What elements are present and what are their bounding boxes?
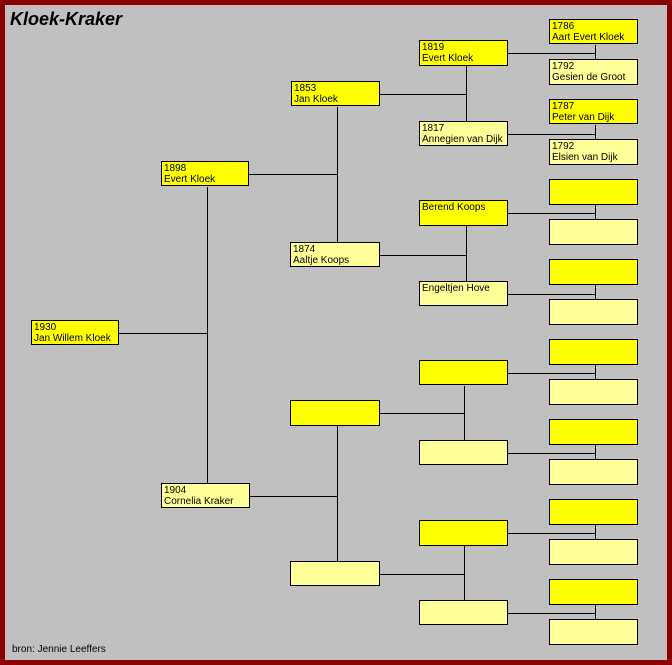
person-box-evert-kloek-1819[interactable]: 1819 Evert Kloek [419, 40, 508, 66]
person-name: Evert Kloek [164, 174, 216, 185]
person-box-empty[interactable] [549, 339, 638, 365]
person-year: 1904 [164, 485, 187, 496]
person-year: 1786 [552, 21, 575, 32]
person-name: Aaltje Koops [293, 255, 350, 266]
person-box-empty[interactable] [290, 400, 380, 426]
person-box-empty[interactable] [549, 299, 638, 325]
person-box-elsien-van-dijk[interactable]: 1792 Elsien van Dijk [549, 139, 638, 165]
person-year: 1787 [552, 101, 575, 112]
source-credit: bron: Jennie Leeffers [12, 644, 106, 655]
person-box-cornelia-kraker[interactable]: 1904 Cornelia Kraker [161, 483, 250, 508]
person-year: 1853 [294, 83, 317, 94]
person-box-empty[interactable] [549, 459, 638, 485]
person-box-empty[interactable] [549, 219, 638, 245]
person-name: Cornelia Kraker [164, 496, 234, 507]
person-box-evert-kloek[interactable]: 1898 Evert Kloek [161, 161, 249, 186]
person-box-empty[interactable] [549, 179, 638, 205]
person-box-empty[interactable] [419, 360, 508, 385]
person-box-empty[interactable] [549, 579, 638, 605]
person-name: Evert Kloek [422, 53, 474, 64]
person-box-jan-kloek[interactable]: 1853 Jan Kloek [291, 81, 380, 106]
person-box-berend-koops[interactable]: Berend Koops [419, 200, 508, 226]
person-name: Berend Koops [422, 202, 486, 213]
person-name: Peter van Dijk [552, 112, 615, 123]
chart-title: Kloek-Kraker [10, 9, 123, 29]
person-box-aaltje-koops[interactable]: 1874 Aaltje Koops [290, 242, 380, 267]
person-box-empty[interactable] [290, 561, 380, 586]
person-box-empty[interactable] [549, 539, 638, 565]
person-name: Jan Willem Kloek [34, 333, 111, 344]
person-box-engeltjen-hove[interactable]: Engeltjen Hove [419, 281, 508, 306]
person-year: 1819 [422, 42, 445, 53]
person-name: Engeltjen Hove [422, 283, 490, 294]
person-name: Jan Kloek [294, 94, 338, 105]
person-box-empty[interactable] [549, 379, 638, 405]
person-year: 1792 [552, 141, 575, 152]
person-box-peter-van-dijk[interactable]: 1787 Peter van Dijk [549, 99, 638, 124]
person-box-empty[interactable] [419, 520, 508, 546]
person-year: 1898 [164, 163, 187, 174]
person-box-empty[interactable] [549, 619, 638, 645]
person-name: Annegien van Dijk [422, 134, 503, 145]
person-box-empty[interactable] [419, 600, 508, 625]
person-box-gesien-de-groot[interactable]: 1792 Gesien de Groot [549, 59, 638, 85]
person-name: Gesien de Groot [552, 72, 626, 83]
person-box-annegien-van-dijk[interactable]: 1817 Annegien van Dijk [419, 121, 508, 146]
person-year: 1817 [422, 123, 445, 134]
person-box-empty[interactable] [549, 419, 638, 445]
person-box-aart-evert-kloek[interactable]: 1786 Aart Evert Kloek [549, 19, 638, 44]
person-year: 1874 [293, 244, 316, 255]
person-name: Elsien van Dijk [552, 152, 618, 163]
person-year: 1792 [552, 61, 575, 72]
person-box-empty[interactable] [549, 499, 638, 525]
person-box-empty[interactable] [419, 440, 508, 465]
person-box-empty[interactable] [549, 259, 638, 285]
person-year: 1930 [34, 322, 57, 333]
person-name: Aart Evert Kloek [552, 32, 625, 43]
person-box-jan-willem-kloek[interactable]: 1930 Jan Willem Kloek [31, 320, 119, 345]
